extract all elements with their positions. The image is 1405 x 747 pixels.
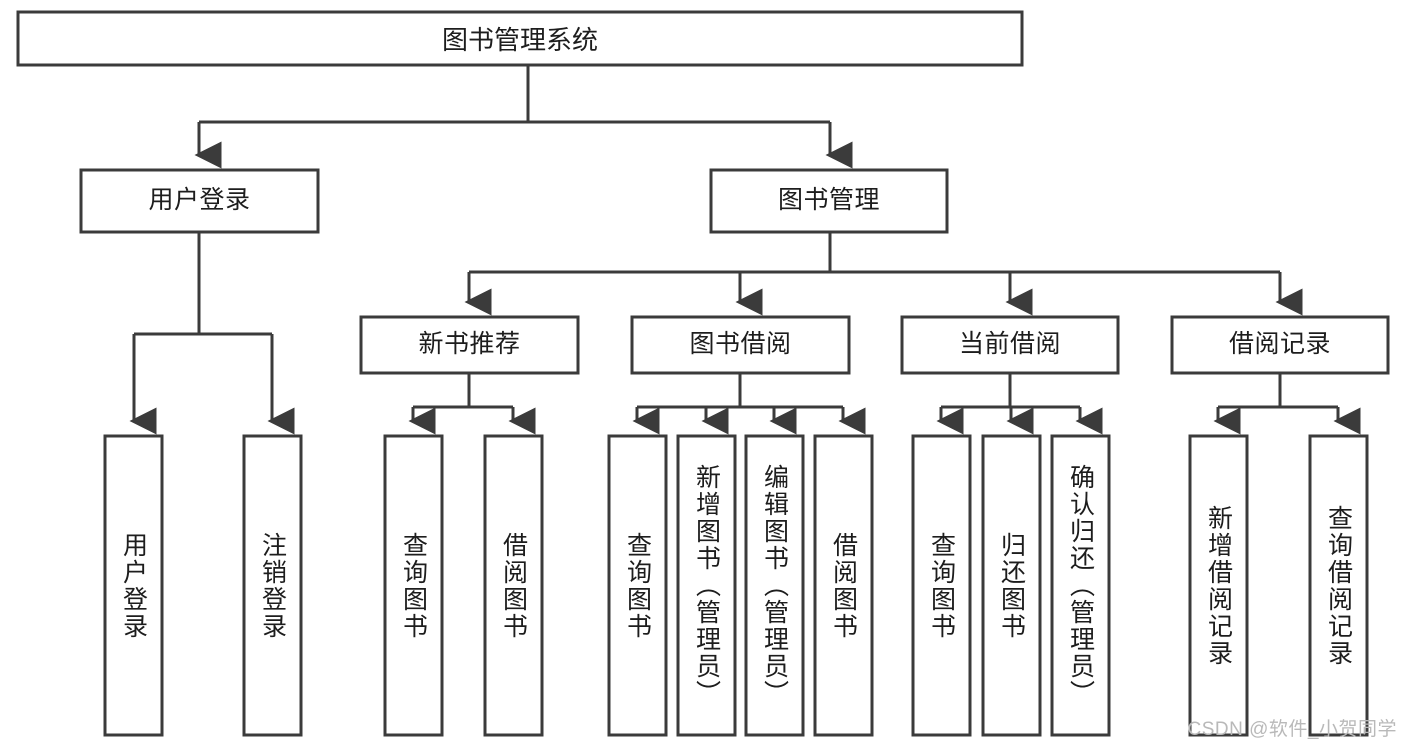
node-rect-user-login[interactable] [79, 168, 320, 234]
node-rectangles [16, 10, 1390, 737]
leaf-rect-11[interactable] [1188, 434, 1249, 737]
leaf-rect-8[interactable] [911, 434, 972, 737]
leaf-rect-0[interactable] [103, 434, 164, 737]
connector-book-management-to-level2 [464, 232, 1303, 316]
node-rect-book-borrow[interactable] [630, 315, 851, 375]
connector-borrow-record-to-leaves [1213, 373, 1361, 435]
leaf-rect-5[interactable] [676, 434, 737, 737]
leaf-rect-7[interactable] [813, 434, 874, 737]
leaf-rect-3[interactable] [483, 434, 544, 737]
node-rect-book-management[interactable] [709, 168, 949, 234]
leaf-rect-12[interactable] [1308, 434, 1369, 737]
leaf-rect-2[interactable] [383, 434, 444, 737]
leaf-rect-10[interactable] [1050, 434, 1111, 737]
leaf-rect-1[interactable] [242, 434, 303, 737]
node-rect-borrow-record[interactable] [1170, 315, 1390, 375]
connector-root-to-level1 [194, 65, 853, 169]
connector-current-borrow-to-leaves [936, 373, 1103, 435]
leaf-rect-9[interactable] [981, 434, 1042, 737]
node-rect-current-borrow[interactable] [900, 315, 1120, 375]
connector-book-borrow-to-leaves [632, 373, 866, 435]
connector-user-login-to-leaves [129, 232, 295, 435]
connector-new-book-recommend-to-leaves [408, 373, 536, 435]
node-rect-new-book-recommend[interactable] [359, 315, 580, 375]
leaf-rect-6[interactable] [744, 434, 805, 737]
leaf-rect-4[interactable] [607, 434, 668, 737]
node-rect-root[interactable] [16, 10, 1024, 67]
csdn-watermark: CSDN @软件_小贺同学 [1187, 719, 1397, 740]
